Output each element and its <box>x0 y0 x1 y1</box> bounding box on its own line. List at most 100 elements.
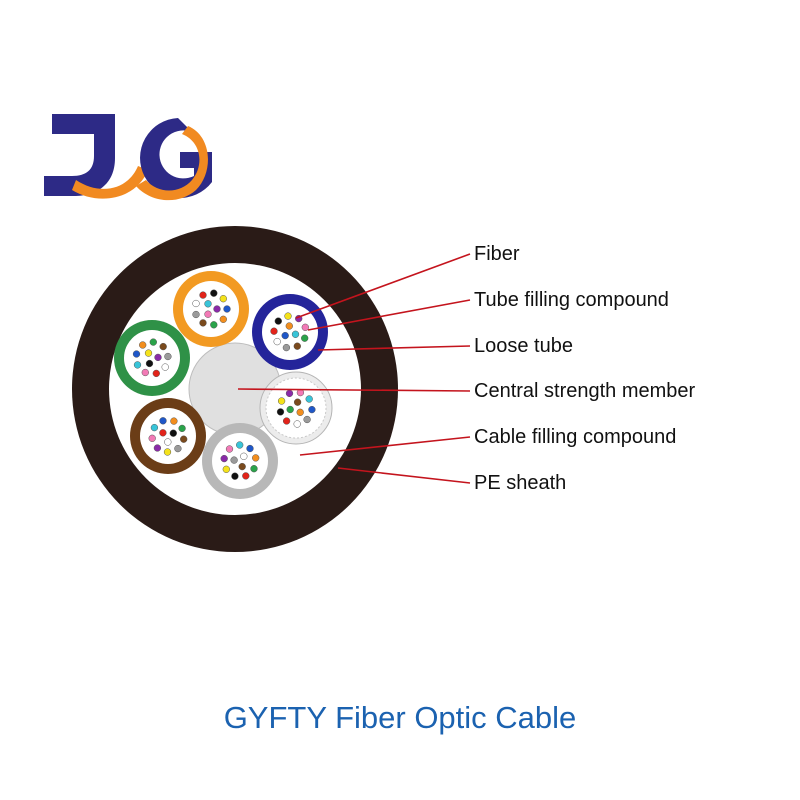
optical-fiber <box>219 295 227 303</box>
loose-tube-orange <box>173 271 249 347</box>
optical-fiber <box>161 363 169 371</box>
optical-fiber <box>296 408 304 416</box>
optical-fiber <box>152 369 160 378</box>
optical-fiber <box>159 417 167 425</box>
optical-fiber <box>170 417 178 425</box>
leader-lines <box>237 253 471 484</box>
company-logo <box>44 114 212 201</box>
optical-fiber <box>284 312 292 320</box>
component-labels: Fiber Tube filling compound Loose tube C… <box>474 243 696 494</box>
optical-fiber <box>242 472 250 480</box>
optical-fiber <box>231 472 239 480</box>
optical-fiber <box>250 465 258 473</box>
loose-tube-blue <box>252 294 328 370</box>
label-central-strength-member: Central strength member <box>474 380 696 402</box>
tube-filling-compound-core <box>140 408 196 464</box>
cable-cross-section <box>72 226 398 552</box>
optical-fiber <box>149 338 157 346</box>
optical-fiber <box>223 305 231 313</box>
label-pe-sheath: PE sheath <box>474 472 566 494</box>
optical-fiber <box>199 291 207 299</box>
optical-fiber <box>219 315 227 323</box>
optical-fiber <box>153 444 162 452</box>
optical-fiber <box>301 334 309 342</box>
optical-fiber <box>145 359 154 368</box>
leader-line-tube-filling-compound <box>307 299 471 331</box>
optical-fiber <box>174 444 182 453</box>
optical-fiber <box>252 454 260 462</box>
label-loose-tube: Loose tube <box>474 335 573 357</box>
logo-letter-j <box>44 114 115 196</box>
tube-filling-compound-core <box>183 281 239 337</box>
optical-fiber <box>164 352 172 361</box>
optical-fiber <box>150 423 159 432</box>
optical-fiber <box>159 429 167 437</box>
optical-fiber <box>277 397 286 405</box>
leader-line-pe-sheath <box>337 467 471 484</box>
diagram-title: GYFTY Fiber Optic Cable <box>223 700 577 735</box>
optical-fiber <box>210 321 218 329</box>
label-cable-filling-compound: Cable filling compound <box>474 426 676 448</box>
loose-tube-green <box>114 320 190 396</box>
optical-fiber <box>293 342 301 350</box>
optical-fiber <box>274 317 282 325</box>
optical-fiber <box>199 319 207 327</box>
optical-fiber <box>285 389 294 398</box>
loose-tube-white <box>259 371 333 445</box>
leader-line-loose-tube <box>317 345 471 351</box>
optical-fiber <box>144 349 153 357</box>
optical-fiber <box>139 341 147 349</box>
label-fiber: Fiber <box>474 243 520 265</box>
optical-fiber <box>293 398 302 406</box>
optical-fiber <box>192 299 200 308</box>
optical-fiber <box>303 415 311 424</box>
optical-fiber <box>169 429 177 437</box>
optical-fiber <box>236 441 244 449</box>
optical-fiber <box>301 323 309 331</box>
optical-fiber <box>230 456 238 464</box>
tube-filling-compound-core <box>212 433 268 489</box>
optical-fiber <box>225 445 234 453</box>
optical-fiber <box>238 462 246 471</box>
tube-filling-compound-core <box>124 330 180 386</box>
leader-line-cable-filling-compound <box>299 436 471 456</box>
loose-tube-gray <box>202 423 278 499</box>
optical-fiber <box>192 310 200 319</box>
optical-fiber <box>210 289 218 297</box>
optical-fiber <box>132 350 141 358</box>
optical-fiber <box>164 438 172 446</box>
optical-fiber <box>204 300 212 308</box>
optical-fiber <box>291 330 300 338</box>
label-tube-filling-compound: Tube filling compound <box>474 289 669 311</box>
optical-fiber <box>281 331 289 340</box>
leader-line-fiber <box>295 253 471 319</box>
optical-fiber <box>222 465 230 473</box>
optical-fiber <box>133 361 142 369</box>
optical-fiber <box>286 405 294 414</box>
optical-fiber <box>270 327 278 335</box>
optical-fiber <box>148 434 156 442</box>
optical-fiber <box>180 435 188 443</box>
optical-fiber <box>282 417 291 425</box>
optical-fiber <box>220 454 228 463</box>
optical-fiber <box>308 405 316 414</box>
leader-line-central-strength-member <box>237 388 471 392</box>
optical-fiber <box>141 368 149 377</box>
optical-fiber <box>276 408 285 416</box>
optical-fiber <box>213 305 221 313</box>
logo-accent-swoosh-j <box>72 166 148 199</box>
tube-filling-compound-core <box>265 377 327 439</box>
optical-fiber <box>154 353 162 362</box>
optical-fiber <box>273 337 281 346</box>
optical-fiber <box>240 452 248 460</box>
optical-fiber <box>293 420 301 428</box>
optical-fiber <box>285 322 293 330</box>
optical-fiber <box>178 424 186 433</box>
optical-fiber <box>204 310 212 318</box>
optical-fiber <box>282 343 291 352</box>
loose-tube-brown <box>130 398 206 474</box>
optical-fiber <box>246 444 254 453</box>
optical-fiber <box>305 395 313 403</box>
optical-fiber <box>163 448 172 456</box>
